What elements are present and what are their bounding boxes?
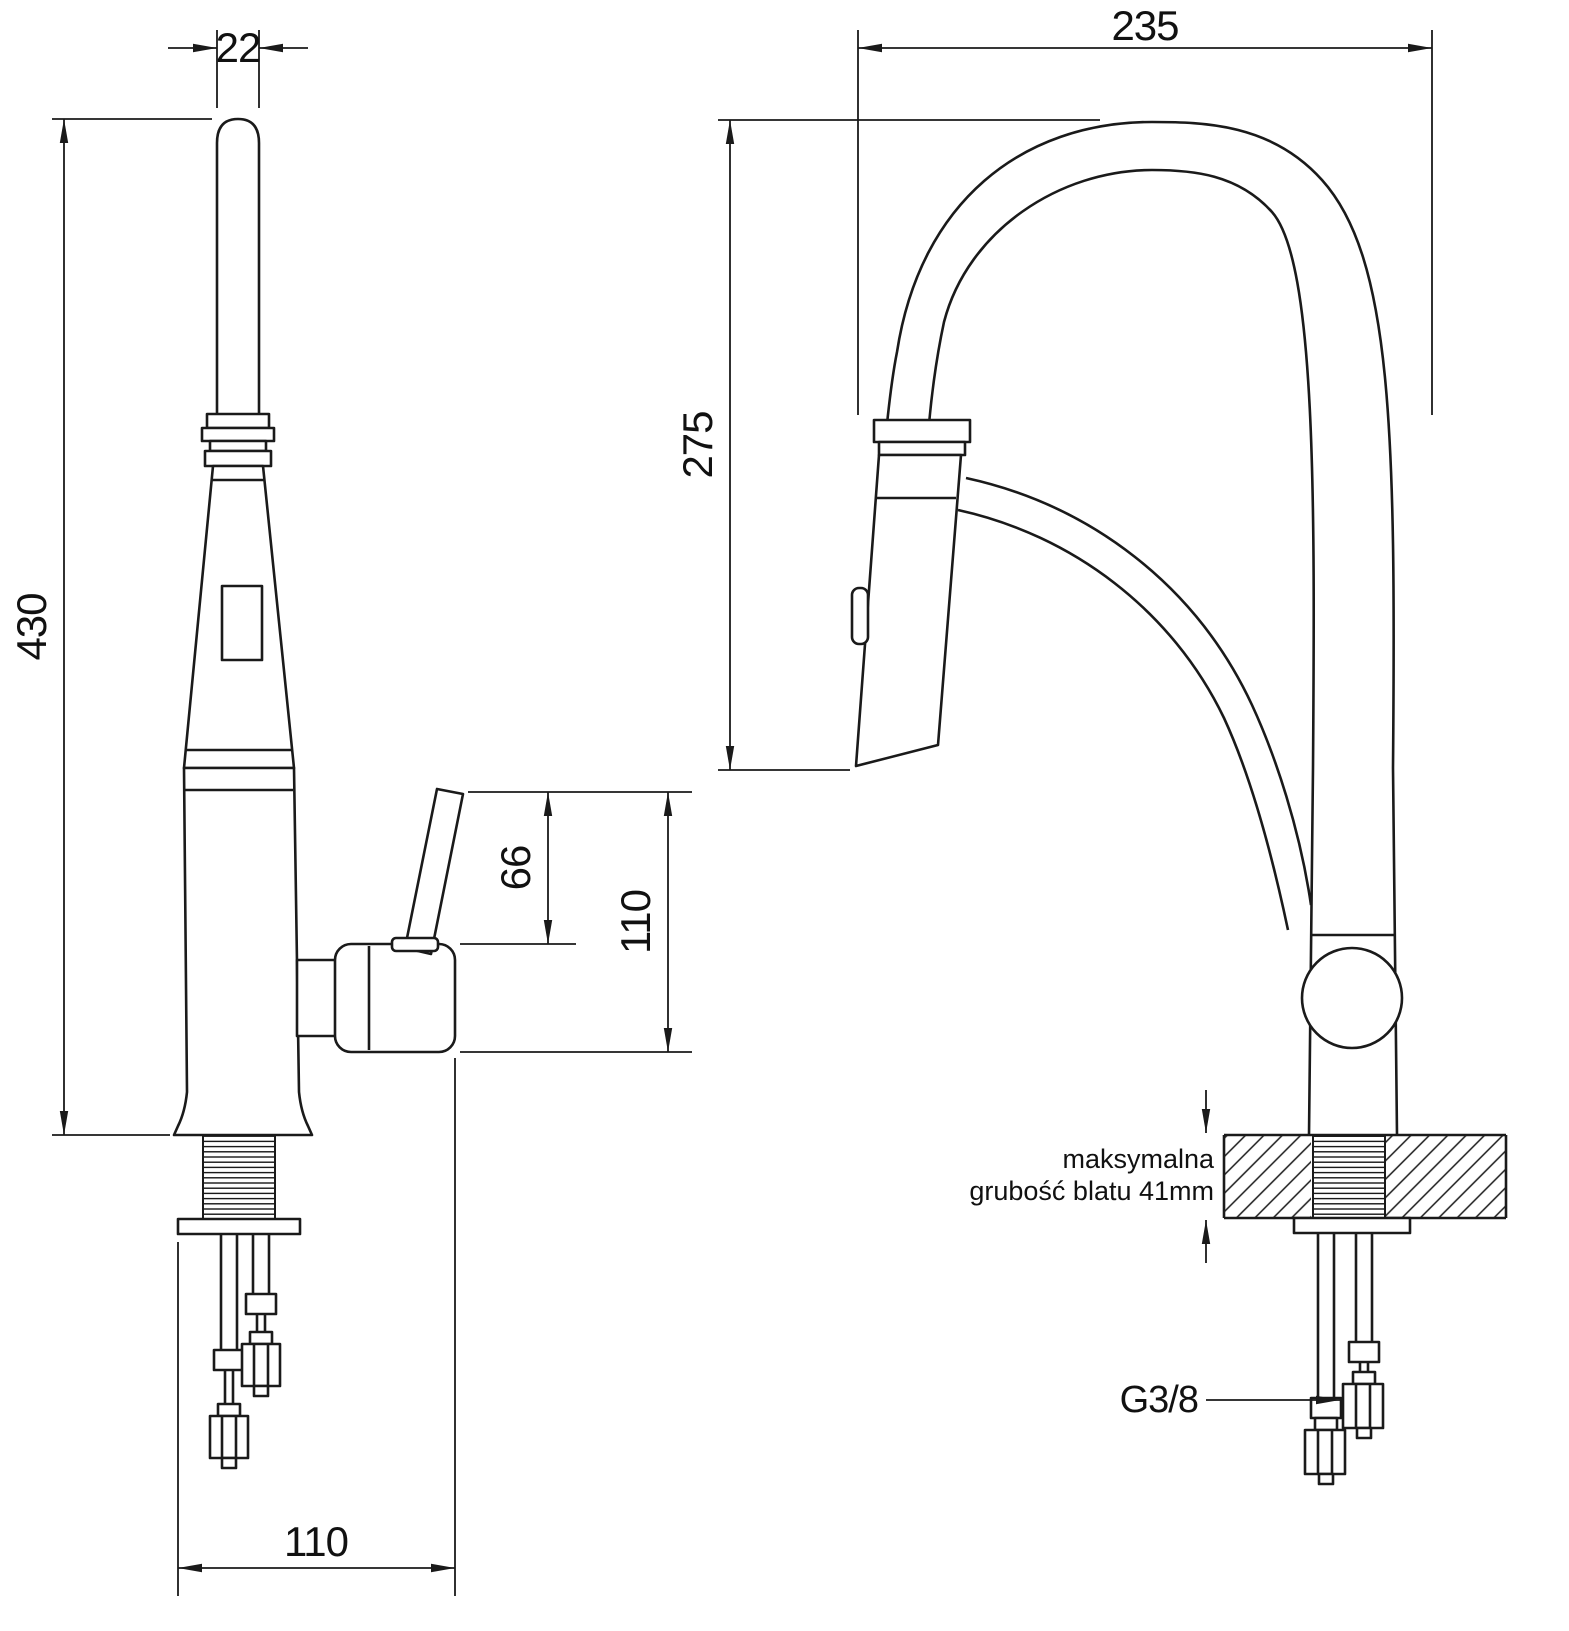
supply-hose-left — [1303, 1233, 1347, 1486]
countertop-thickness-callout: maksymalna grubość blatu 41mm — [969, 1090, 1215, 1263]
dim-total-height-label: 430 — [8, 593, 55, 660]
supply-hose-right — [1341, 1233, 1385, 1440]
dimension-total-height: 430 — [8, 118, 212, 1136]
hex-connector — [1341, 1382, 1385, 1430]
spray-button — [850, 586, 870, 646]
hex-connector — [240, 1342, 282, 1388]
thread-size-callout: G3/8 — [1120, 1379, 1340, 1421]
threaded-shank — [202, 1134, 276, 1220]
dim-spout-height-label: 275 — [674, 411, 721, 478]
ball-joint — [1300, 946, 1404, 1050]
right-view-dimensions: 235 275 maksymalna grubość blatu 41mm G3… — [674, 2, 1433, 1421]
supply-hose-right — [240, 1234, 282, 1398]
countertop-note-line1: maksymalna — [1062, 1144, 1215, 1174]
dimension-spout-height: 275 — [674, 119, 1100, 771]
dim-spout-diameter-label: 22 — [216, 24, 261, 71]
spout-collar-rings — [200, 412, 276, 468]
gooseneck-spout — [885, 120, 1399, 1136]
dimension-base-width: 110 — [177, 1058, 456, 1596]
handle-lever — [390, 787, 465, 956]
thread-size-label: G3/8 — [1120, 1379, 1198, 1421]
threaded-shank — [1312, 1135, 1386, 1219]
countertop-note-line2: grubość blatu 41mm — [969, 1176, 1214, 1206]
left-view-faucet — [172, 117, 465, 1470]
spout-tube — [215, 117, 261, 418]
hex-connector — [1303, 1428, 1347, 1476]
dim-spout-reach-label: 235 — [1111, 2, 1178, 49]
dimension-spout-diameter: 22 — [168, 24, 308, 108]
dim-base-width-label: 110 — [284, 1518, 348, 1565]
lower-body — [172, 766, 314, 1137]
dim-body-height-label: 110 — [612, 890, 659, 954]
mounting-plate — [176, 1217, 302, 1236]
supply-hose-left — [208, 1234, 250, 1470]
left-view-dimensions: 22 430 66 110 110 — [8, 24, 692, 1596]
countertop-section — [1222, 1133, 1508, 1220]
spray-head — [850, 418, 972, 768]
hex-connector — [208, 1414, 250, 1460]
upper-cone-body — [182, 464, 296, 770]
mounting-plate — [1292, 1216, 1412, 1235]
dimension-handle-and-body: 66 110 — [460, 791, 692, 1053]
display-window — [220, 584, 264, 662]
right-view-faucet — [850, 120, 1508, 1486]
dimension-spout-reach: 235 — [857, 2, 1433, 415]
dim-handle-height-label: 66 — [492, 846, 539, 891]
valve-body — [295, 942, 457, 1054]
spray-hose — [957, 476, 1313, 931]
